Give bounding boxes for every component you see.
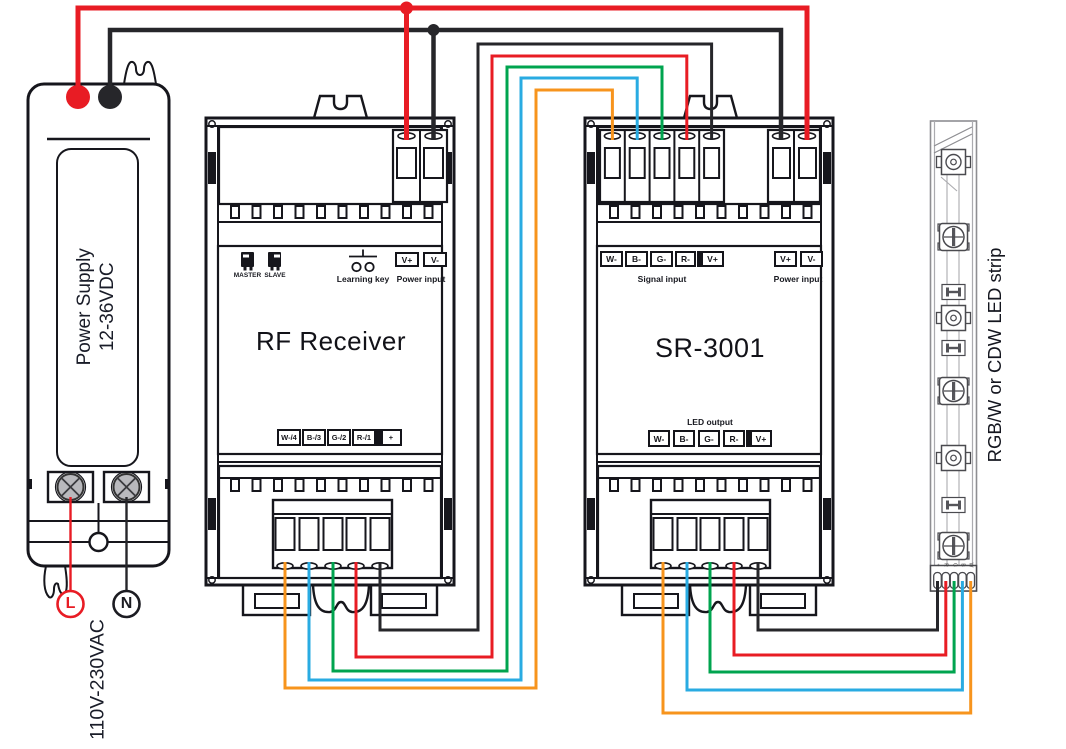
sr-led-terminal-vplus: V+ <box>750 430 772 447</box>
rf-receiver-title: RF Receiver <box>256 326 406 356</box>
slave-switch-icon <box>268 252 281 271</box>
terminal-separator <box>745 430 750 447</box>
sr-signal-terminal-block <box>598 128 726 204</box>
strip-terminal-label-b: B <box>959 563 966 567</box>
sr3001-title: SR-3001 <box>654 333 766 363</box>
rf-output-terminal-w: W-/4 <box>277 429 301 446</box>
sr-power-terminal-vplus: V+ <box>774 251 797 267</box>
master-switch-icon <box>241 252 254 271</box>
rf-bottom-teeth <box>230 478 434 492</box>
live-terminal-circle <box>56 589 85 619</box>
power-supply-name: Power Supply <box>74 248 96 366</box>
strip-resistor-icons <box>941 283 966 514</box>
power-supply-graphic <box>26 60 171 599</box>
slave-label: SLAVE <box>264 272 286 279</box>
sr-power-terminal-block <box>766 128 822 204</box>
signal-wires <box>283 42 714 690</box>
sr-led-terminal-b: B- <box>673 430 695 447</box>
sr-signal-terminal-g: G- <box>650 251 673 267</box>
strip-terminal-label-g: G <box>951 563 958 567</box>
power-supply-label: Power Supply 12-36VDC <box>74 157 120 457</box>
sr-power-terminal-vminus: V- <box>800 251 823 267</box>
strip-connector-icons <box>937 222 970 561</box>
terminal-separator <box>696 251 701 267</box>
ac-voltage-label: 110V-230VAC <box>86 619 109 740</box>
rf-output-terminal-r: R-/1 <box>352 429 376 446</box>
rf-power-input-label: Power input <box>396 274 446 284</box>
sr-led-terminal-block <box>649 498 772 570</box>
power-bus-wires <box>75 1 810 140</box>
rf-power-terminal-vplus: V+ <box>395 252 419 267</box>
power-supply-voltage: 12-36VDC <box>97 262 118 352</box>
rf-top-teeth <box>230 205 434 219</box>
terminal-separator <box>376 429 381 446</box>
led-output-label: LED output <box>687 417 733 427</box>
sr-bottom-teeth <box>609 478 813 492</box>
sr3001-graphic <box>583 94 835 617</box>
master-label: MASTER <box>233 272 262 279</box>
sr-signal-input-label: Signal input <box>637 274 687 284</box>
strip-terminal-label-r: R <box>942 563 949 567</box>
sr-signal-terminal-w: W- <box>600 251 623 267</box>
psu-dc-terminals <box>66 85 122 109</box>
neutral-label: N <box>120 595 133 612</box>
strip-terminal-label-plus: + <box>934 563 941 567</box>
strip-terminal-label-w: W <box>967 562 974 568</box>
led-package-icons <box>935 148 972 472</box>
learning-key-icon <box>349 249 377 273</box>
live-label: L <box>65 595 76 612</box>
led-output-wires <box>661 562 973 715</box>
rf-output-terminal-block <box>271 498 394 570</box>
sr-led-terminal-g: G- <box>698 430 720 447</box>
sr-signal-terminal-vplus: V+ <box>701 251 724 267</box>
sr-power-input-label: Power input <box>773 274 823 284</box>
learning-key-label: Learning key <box>336 274 390 284</box>
rf-output-terminal-plus: + <box>380 429 402 446</box>
sr-signal-terminal-r: R- <box>675 251 696 267</box>
led-strip-label: RGB/W or CDW LED strip <box>984 247 1005 463</box>
rf-output-terminal-b: B-/3 <box>302 429 326 446</box>
sr-led-terminal-r: R- <box>723 430 745 447</box>
rf-power-terminal-block <box>391 128 449 204</box>
rf-power-terminal-vminus: V- <box>423 252 447 267</box>
sr-signal-terminal-b: B- <box>625 251 648 267</box>
rf-output-terminal-g: G-/2 <box>327 429 351 446</box>
mains-wires <box>56 497 141 619</box>
sr-led-terminal-w: W- <box>648 430 670 447</box>
sr-top-teeth <box>609 205 813 219</box>
rf-receiver-graphic <box>204 94 456 617</box>
neutral-terminal-circle <box>112 589 141 619</box>
